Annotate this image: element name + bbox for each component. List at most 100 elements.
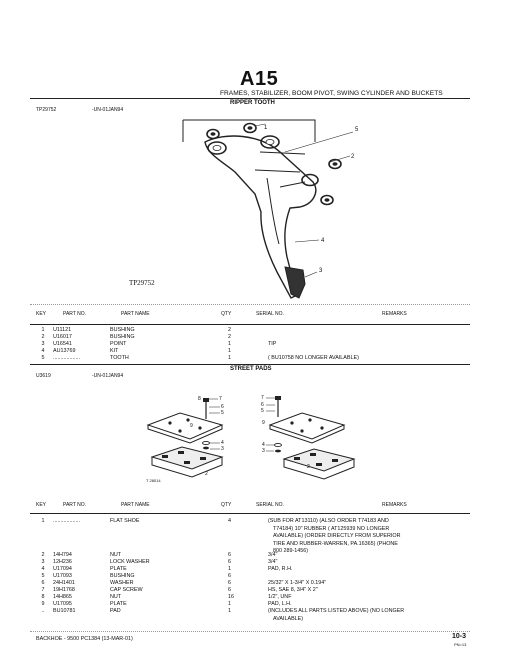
row-qty: 1	[228, 348, 231, 354]
ripper-callout-5: 5	[355, 127, 359, 133]
ripper-table-header-rule	[30, 324, 470, 325]
table-row: 5 .................. TOOTH 1 ( BU10758 N…	[0, 355, 510, 362]
remark-line: 800 289-1456)	[273, 548, 309, 555]
pads-section-rule	[30, 364, 470, 365]
row-part-name: PLATE	[110, 566, 127, 572]
table-row: 9 U17095 PLATE 1 PAD, L.H.	[0, 601, 510, 608]
row-part-no: 24H1401	[53, 580, 75, 586]
row-part-name: BUSHING	[110, 327, 135, 333]
col-key: KEY	[36, 311, 47, 317]
ripper-fig-date: -UN-01JAN94	[92, 107, 124, 113]
row-remarks: 25/32" X 1-3/4" X 0.194"	[268, 580, 327, 586]
row-part-name: LOCK WASHER	[110, 559, 150, 565]
pads-heading: STREET PADS	[230, 366, 272, 372]
col-key: KEY	[36, 502, 47, 508]
table-row: 3 12H236 LOCK WASHER 6 3/4"	[0, 559, 510, 566]
ripper-callout-1: 1	[264, 125, 268, 131]
row-part-name: BUSHING	[110, 334, 135, 340]
row-part-name: WASHER	[110, 580, 134, 586]
section-code: A15	[240, 68, 279, 90]
pads-callout-3-right: 3	[262, 448, 265, 454]
row-part-no: AU13769	[53, 348, 76, 354]
row-key: 5	[41, 355, 45, 361]
row-key: 2	[41, 552, 45, 558]
pads-callout-8: 8	[198, 396, 201, 402]
ripper-tooth-illustration	[182, 119, 354, 299]
row-part-no: U11121	[53, 327, 72, 333]
row-qty: 1	[228, 566, 231, 572]
row-remarks: PAD, R.H.	[268, 566, 293, 572]
row-remarks-multiline: (INCLUDES ALL PARTS LISTED ABOVE) (NO LO…	[268, 608, 404, 623]
pads-callout-5-right: 5	[261, 408, 264, 414]
row-remarks: 3/4"	[268, 552, 278, 558]
pads-callout-4-left: 4	[221, 440, 224, 446]
row-part-no: U16017	[53, 334, 72, 340]
row-key: 6	[41, 580, 45, 586]
col-part-name: PART NAME	[121, 502, 150, 508]
row-qty: 6	[228, 559, 231, 565]
row-qty: 1	[228, 341, 231, 347]
row-qty: 6	[228, 552, 231, 558]
ripper-fig-id: TP29752	[36, 107, 57, 113]
row-key: 3	[41, 559, 45, 565]
row-qty: 1	[228, 601, 231, 607]
pads-callout-9-right: 9	[262, 420, 265, 426]
pads-callout-7-left: 7	[219, 396, 222, 402]
footer-text: BACKHOE - 9500 PC1384 (13-MAR-01)	[36, 636, 133, 642]
remark-line: AVAILABLE)	[273, 615, 304, 622]
row-qty: 6	[228, 580, 231, 586]
table-row: 2 U16017 BUSHING 2	[0, 334, 510, 341]
pads-callout-5-left: 5	[221, 410, 224, 416]
row-part-no: U17093	[53, 573, 72, 579]
row-key: 3	[41, 341, 45, 347]
pads-callout-3-left: 3	[221, 446, 224, 452]
row-remarks: TIP	[268, 341, 277, 347]
table-row: 3 U16541 POINT 1 TIP	[0, 341, 510, 348]
header-rule	[30, 98, 470, 99]
row-key: ..	[41, 608, 45, 614]
row-key: 1	[41, 518, 45, 524]
pads-callout-6-left: 6	[221, 404, 224, 410]
row-qty: 1	[228, 355, 231, 361]
row-qty: 4	[228, 518, 231, 524]
row-part-name: BUSHING	[110, 573, 135, 579]
row-qty: 6	[228, 573, 231, 579]
row-remarks: 1/2", UNF	[268, 594, 292, 600]
page-number: 10-3	[452, 633, 467, 640]
row-part-name: POINT	[110, 341, 127, 347]
row-key: 4	[41, 348, 45, 354]
remark-line: TIRE AND RUBBER-WARREN, PA.16365) (PHONE	[273, 540, 398, 547]
row-key: 5	[41, 573, 45, 579]
table-row: .. BU10781 PAD 1	[0, 608, 510, 615]
row-part-name: KIT	[110, 348, 119, 354]
row-part-no: 12H236	[53, 559, 72, 565]
row-key: 2	[41, 334, 45, 340]
row-key: 9	[41, 601, 45, 607]
pads-fig-date: -UN-01JAN94	[92, 373, 124, 379]
col-remarks: REMARKS	[382, 311, 407, 317]
pads-callout-2-left: 2	[205, 471, 208, 477]
table-row: 2 14H794 NUT 6 3/4"	[0, 552, 510, 559]
ripper-table-top-rule	[30, 304, 470, 305]
row-part-no: U17095	[53, 601, 72, 607]
row-part-no: 19H1768	[53, 587, 75, 593]
row-key: 4	[41, 566, 45, 572]
col-part-no: PART NO.	[63, 311, 87, 317]
row-part-name: FLAT SHOE	[110, 518, 140, 524]
pads-callout-7-right: 7	[261, 395, 264, 401]
ripper-heading: RIPPER TOOTH	[230, 100, 275, 106]
col-qty: QTY	[221, 311, 232, 317]
row-part-name: TOOTH	[110, 355, 129, 361]
row-part-no: 14H865	[53, 594, 72, 600]
row-remarks: PAD, L.H.	[268, 601, 292, 607]
row-part-no: ..................	[53, 355, 80, 361]
remark-line: (SUB FOR AT13110) (ALSO ORDER T74183 AND	[268, 518, 389, 524]
row-part-no: U16541	[53, 341, 72, 347]
row-key: 1	[41, 327, 45, 333]
row-remarks: HS, SAE 8, 3/4" X 2"	[268, 587, 318, 593]
row-part-name: NUT	[110, 552, 122, 558]
row-part-name: PLATE	[110, 601, 127, 607]
row-part-no: BU10781	[53, 608, 76, 614]
remark-line: AVAILABLE) (ORDER DIRECTLY FROM SUPERIOR	[273, 533, 401, 540]
pads-callout-4-right: 4	[262, 442, 265, 448]
